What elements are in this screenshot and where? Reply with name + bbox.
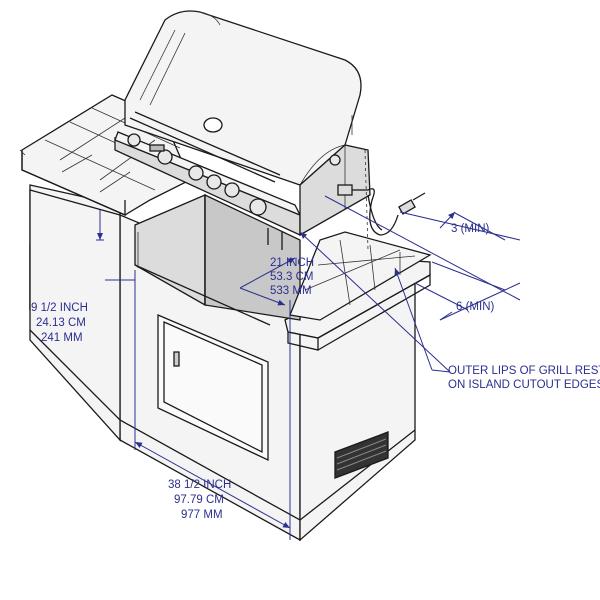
vent xyxy=(334,431,389,479)
grill xyxy=(114,10,426,251)
clearance-back-label: 3 (MIN) xyxy=(451,223,490,235)
depth-cm: 24.13 CM xyxy=(36,317,86,329)
depth-mm: 241 MM xyxy=(41,332,83,344)
cutout-mm: 533 MM xyxy=(270,285,312,297)
cutout-width-label: 21 INCH 53.3 CM 533 MM xyxy=(270,257,314,297)
island-width-label: 38 1/2 INCH 97.79 CM 977 MM xyxy=(168,479,231,521)
note-line-1: OUTER LIPS OF GRILL RESTS xyxy=(448,365,600,377)
depth-label: 9 1/2 INCH 24.13 CM 241 MM xyxy=(31,302,88,344)
right-countertop xyxy=(289,231,432,321)
island-mm: 977 MM xyxy=(181,509,223,521)
island-inch: 38 1/2 INCH xyxy=(168,479,231,491)
note-label: OUTER LIPS OF GRILL RESTS ON ISLAND CUTO… xyxy=(448,365,600,391)
cutout-cm: 53.3 CM xyxy=(270,271,313,283)
dimension-lines xyxy=(96,195,521,540)
island-cm: 97.79 CM xyxy=(174,494,224,506)
depth-inch: 9 1/2 INCH xyxy=(31,302,88,314)
cutout-inch: 21 INCH xyxy=(270,257,314,269)
clearance-side-label: 6 (MIN) xyxy=(456,301,495,313)
note-line-2: ON ISLAND CUTOUT EDGES xyxy=(448,379,600,391)
